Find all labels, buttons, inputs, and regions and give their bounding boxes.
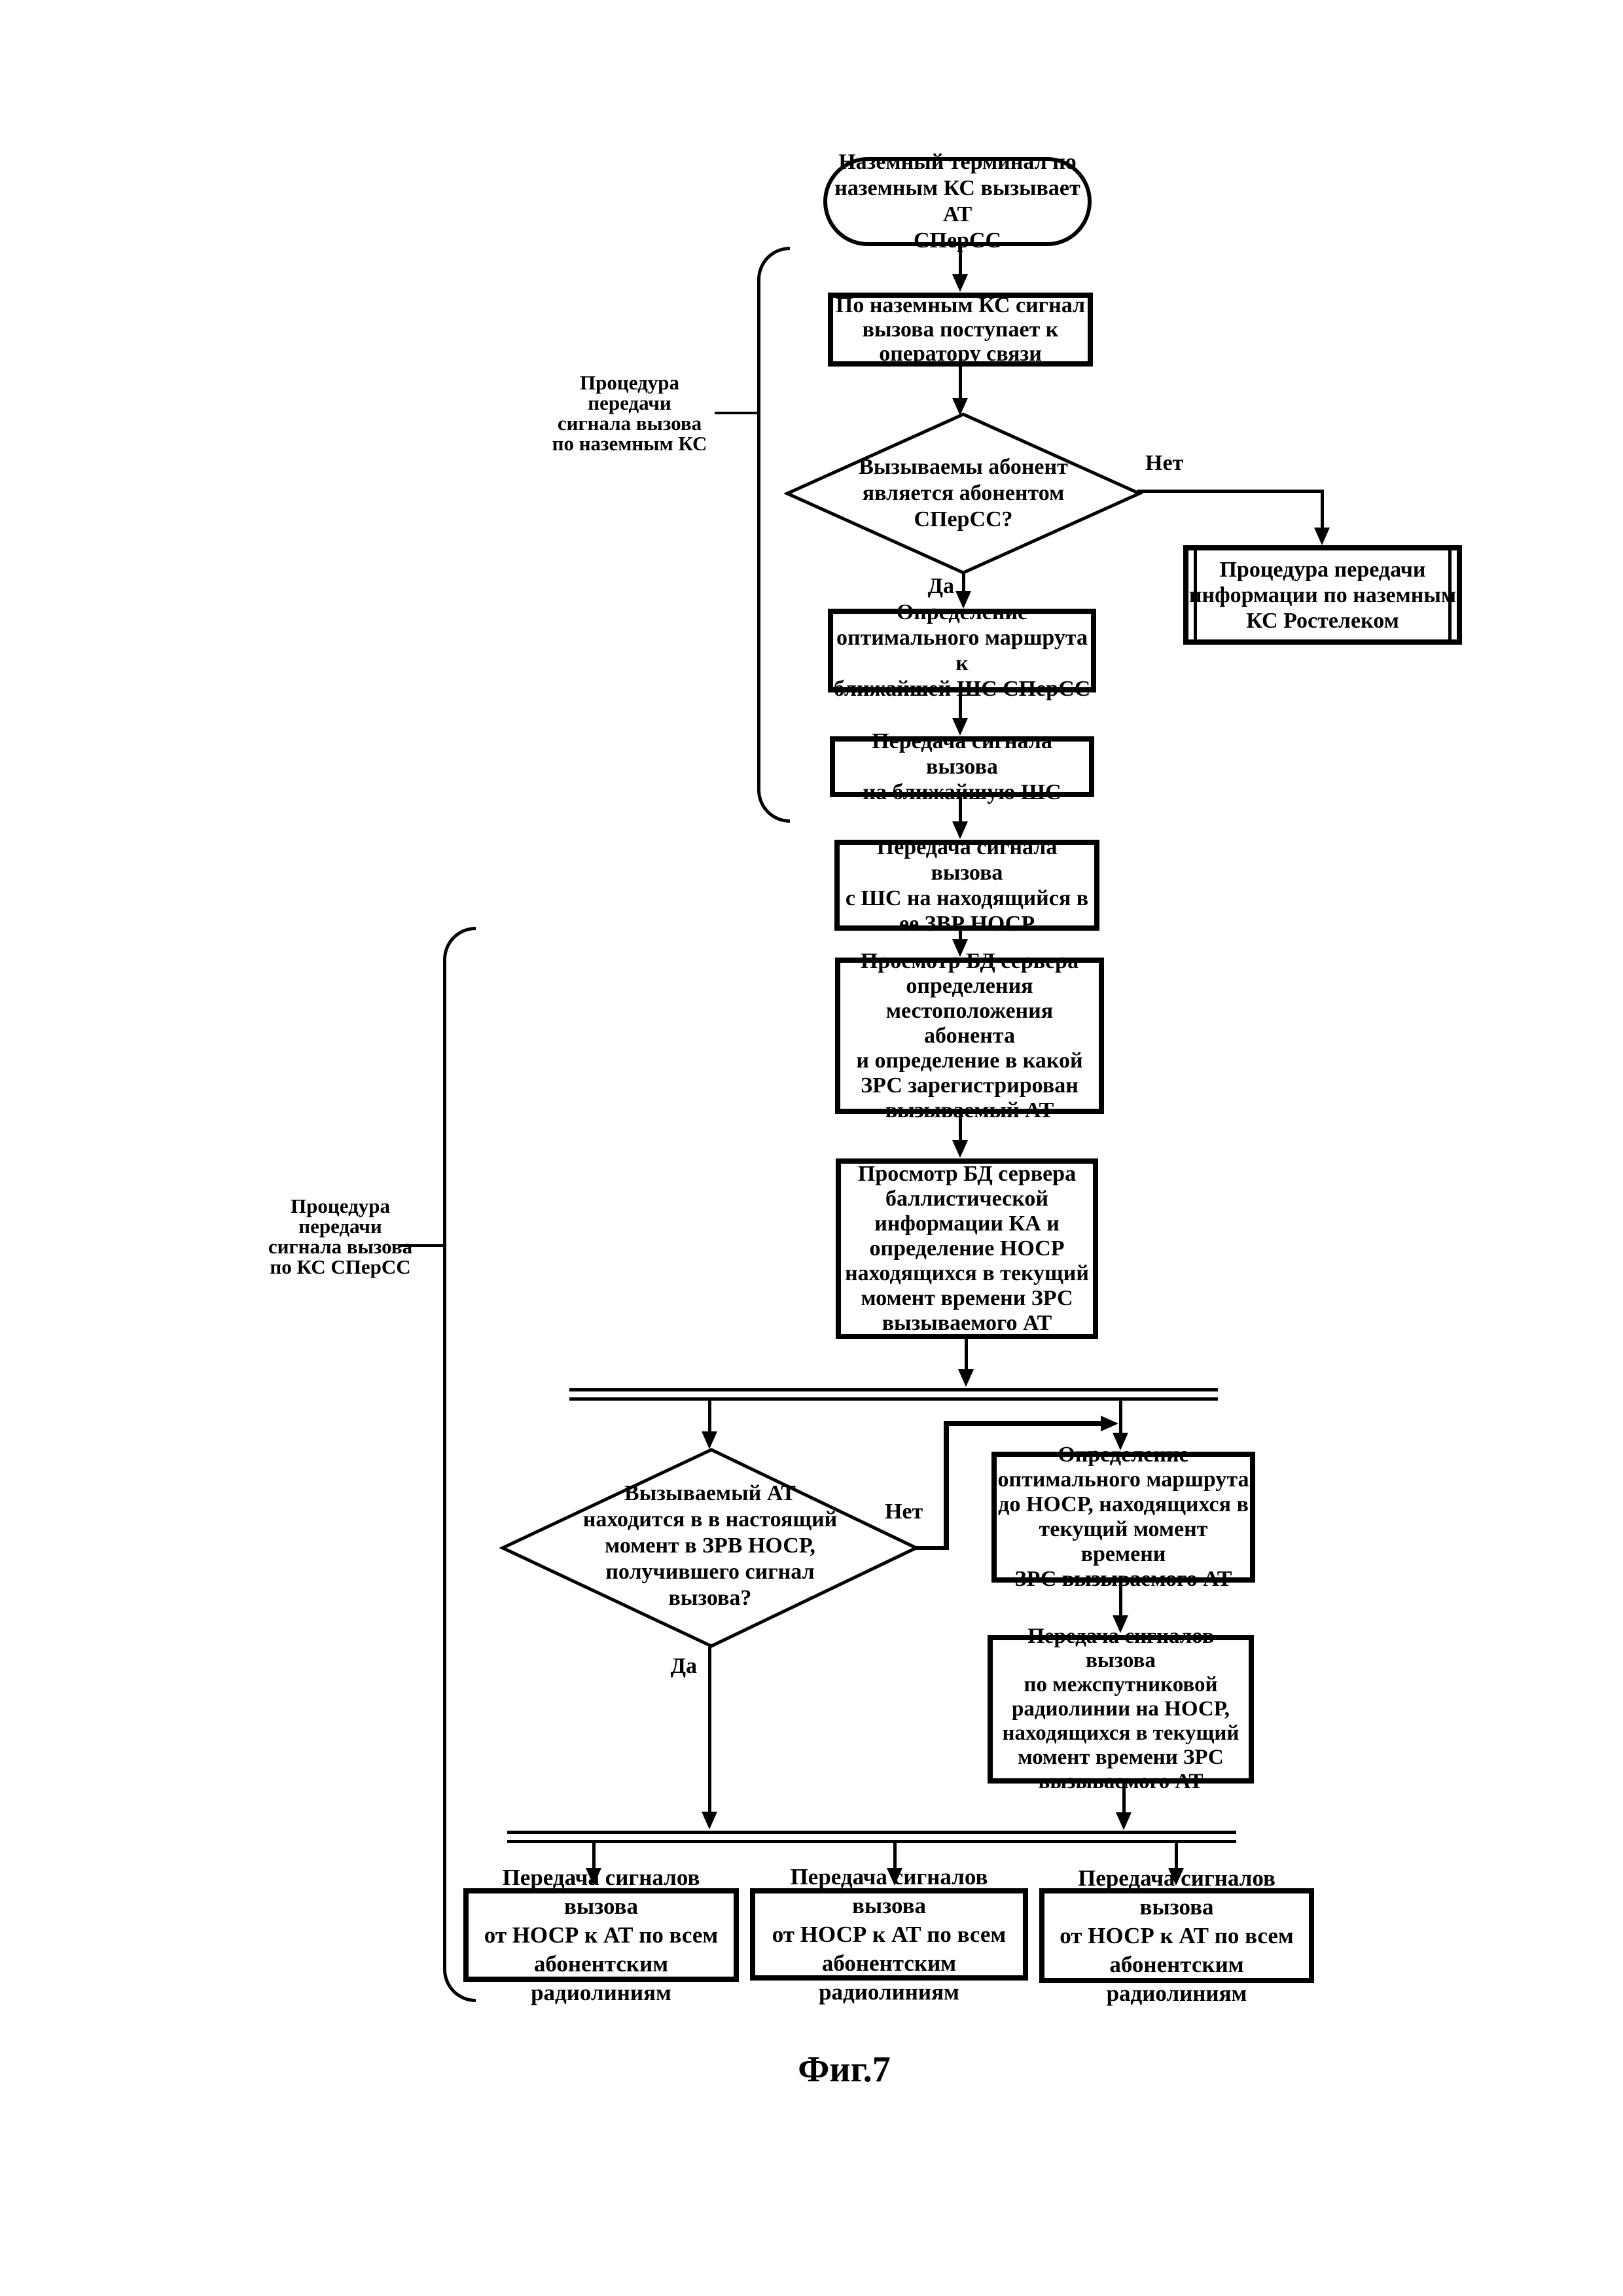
process-broadcast-3: Передача сигналов вызова от НОСР к АТ по… — [1039, 1865, 1314, 2006]
arrowhead-down-icon — [958, 1369, 974, 1387]
process-broadcast-3-text: Передача сигналов вызова от НОСР к АТ по… — [1060, 1865, 1294, 2006]
label-yes-2: Да — [670, 1654, 697, 1678]
arrowhead-down-icon — [952, 939, 968, 957]
process-send-to-shs-text: Передача сигнала вызова на ближайшую ШС — [863, 729, 1061, 804]
process-route-to-shs: Определение оптимального маршрута к ближ… — [828, 600, 1096, 701]
arrowhead-down-icon — [952, 398, 968, 416]
arrowhead-down-icon — [702, 1812, 717, 1829]
label-no-2: Нет — [885, 1499, 923, 1524]
flow-line — [959, 246, 962, 276]
label-no-1: Нет — [1145, 451, 1184, 475]
arrowhead-down-icon — [952, 274, 968, 292]
fork-right-line — [1119, 1401, 1122, 1433]
flow-line — [959, 1114, 962, 1141]
section-bracket-satellite — [443, 927, 476, 2002]
subroutine-right-bar — [1448, 550, 1452, 639]
flow-line — [959, 692, 962, 720]
process-shs-to-nosr: Передача сигнала вызова с ШС на находящи… — [834, 835, 1099, 936]
process-intersat-relay: Передача сигналов вызова по межспутников… — [988, 1624, 1254, 1793]
fork-bar-2-top — [507, 1831, 1236, 1834]
process-send-to-shs: Передача сигнала вызова на ближайшую ШС — [830, 729, 1094, 804]
fork-bar-2-bottom — [507, 1840, 1236, 1843]
figure-caption: Фиг.7 — [798, 2049, 891, 2090]
arrowhead-down-icon — [1113, 1615, 1128, 1633]
no-branch-line — [1137, 490, 1323, 493]
process-broadcast-2: Передача сигналов вызова от НОСР к АТ по… — [750, 1864, 1028, 2005]
arrowhead-down-icon — [952, 718, 968, 736]
arrowhead-down-icon — [887, 1868, 902, 1886]
flow-line — [959, 931, 962, 941]
process-broadcast-1: Передача сигналов вызова от НОСР к АТ по… — [463, 1865, 739, 2005]
arrowhead-down-icon — [702, 1431, 717, 1449]
label-yes-1: Да — [927, 574, 954, 598]
process-route-to-nosr: Определение оптимального маршрута до НОС… — [991, 1443, 1255, 1591]
section-connector-satellite — [399, 1244, 443, 1247]
process-signal-to-operator-text: По наземным КС сигнал вызова поступает к… — [835, 293, 1086, 366]
arrowhead-down-icon — [1116, 1812, 1132, 1830]
arrowhead-down-icon — [952, 1140, 968, 1158]
process-broadcast-2-text: Передача сигналов вызова от НОСР к АТ по… — [772, 1863, 1007, 2005]
process-lookup-location-db-text: Просмотр БД сервера определения местопол… — [856, 948, 1083, 1122]
process-broadcast-1-text: Передача сигналов вызова от НОСР к АТ по… — [484, 1864, 719, 2005]
arrowhead-down-icon — [955, 591, 971, 609]
process-route-to-shs-text: Определение оптимального маршрута к ближ… — [833, 600, 1091, 701]
process-lookup-location-db: Просмотр БД сервера определения местопол… — [835, 949, 1104, 1122]
flow-line — [959, 367, 962, 399]
arrowhead-down-icon — [586, 1868, 601, 1886]
yes-branch-line — [962, 573, 965, 594]
arrowhead-down-icon — [1314, 528, 1330, 545]
process-route-to-nosr-text: Определение оптимального маршрута до НОС… — [997, 1443, 1249, 1591]
decision-subscriber-text: Вызываемы абонент является абонентом СПе… — [859, 455, 1068, 531]
process-shs-to-nosr-text: Передача сигнала вызова с ШС на находящи… — [845, 834, 1089, 936]
no-branch-line — [1321, 490, 1324, 529]
flow-line — [965, 1339, 968, 1371]
section-label-satellite: Процедура передачи сигнала вызова по КС … — [268, 1194, 413, 1278]
flow-line — [959, 797, 962, 823]
join-branch-line — [893, 1843, 897, 1869]
subroutine-left-bar — [1194, 550, 1197, 639]
join-branch-line — [592, 1843, 596, 1869]
process-intersat-relay-text: Передача сигналов вызова по межспутников… — [1002, 1624, 1240, 1793]
process-lookup-ballistic-db-text: Просмотр БД сервера баллистической инфор… — [845, 1162, 1089, 1335]
arrowhead-down-icon — [952, 821, 968, 839]
no-branch-line — [944, 1424, 949, 1550]
section-connector-terrestrial — [715, 412, 757, 414]
no-branch-line — [916, 1546, 948, 1550]
flow-line — [1119, 1583, 1122, 1617]
terminal-start-oval: Наземный терминал по наземным КС вызывае… — [823, 150, 1092, 253]
arrowhead-down-icon — [1113, 1433, 1128, 1450]
decision-at-in-zone-text: Вызываемый АТ находится в в настоящий мо… — [582, 1481, 838, 1610]
arrowhead-right-icon — [1101, 1416, 1118, 1431]
flow-line — [1122, 1784, 1126, 1814]
yes-branch-line — [708, 1647, 711, 1813]
process-lookup-ballistic-db: Просмотр БД сервера баллистической инфор… — [836, 1158, 1098, 1339]
terminal-start-text: Наземный терминал по наземным КС вызывае… — [834, 150, 1080, 253]
process-signal-to-operator: По наземным КС сигнал вызова поступает к… — [828, 293, 1093, 367]
subroutine-rostelecom: Процедура передачи информации по наземны… — [1183, 545, 1462, 645]
arrowhead-down-icon — [1168, 1868, 1184, 1886]
fork-bar-1-bottom — [569, 1397, 1218, 1401]
subroutine-rostelecom-text: Процедура передачи информации по наземны… — [1188, 557, 1457, 633]
fork-bar-1-top — [569, 1388, 1218, 1391]
section-label-terrestrial: Процедура передачи сигнала вызова по наз… — [552, 371, 707, 455]
join-branch-line — [1175, 1843, 1178, 1869]
no-branch-line — [944, 1421, 1101, 1426]
decision-at-in-zone-diamond — [499, 1448, 919, 1648]
fork-left-line — [708, 1401, 711, 1433]
